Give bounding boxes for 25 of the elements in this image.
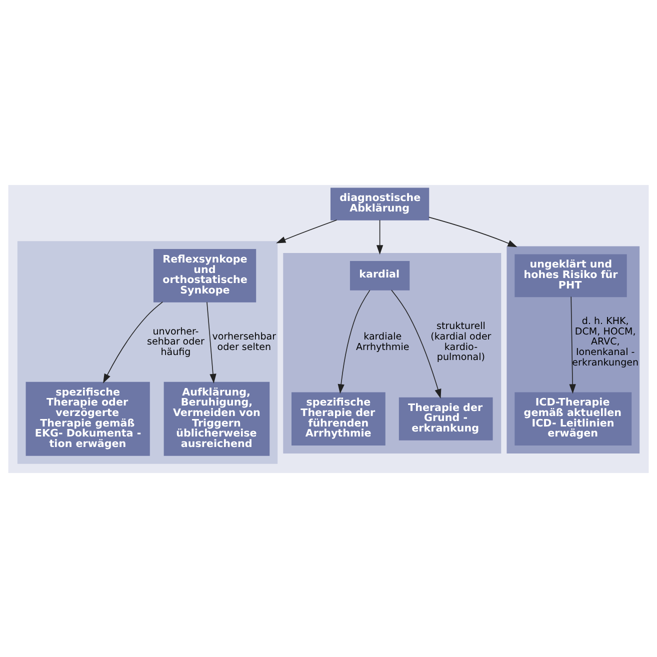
arrow <box>338 289 370 394</box>
node-box: diagnostische Abklärung <box>330 187 430 220</box>
node-box: spezifische Therapie oder verzögerte Therapie gemäß EKG- Dokumenta - tion erwägen <box>26 381 150 456</box>
edge-label: kardiale Arrhythmie <box>356 330 410 352</box>
edge-label: vorhersehbar oder selten <box>212 330 276 352</box>
node-box: Therapie der Grund - erkrankung <box>398 396 493 440</box>
node-box: ungeklärt und hohes Risiko für PHT <box>514 254 627 297</box>
arrow <box>206 301 216 383</box>
node-box: ICD-Therapie gemäß aktuellen ICD- Leitlinien erwägen <box>514 392 632 446</box>
arrow <box>428 216 518 247</box>
arrow <box>376 219 384 254</box>
node-box: kardial <box>350 260 410 290</box>
cluster <box>17 240 278 464</box>
arrow <box>276 219 338 243</box>
edge-label: unvorher- sehbar oder häufig <box>147 326 204 358</box>
node-box: Aufklärung, Beruhigung, Vermeiden von Triggern üblicherweise ausreichend <box>164 381 270 456</box>
arrow <box>569 296 576 394</box>
arrow <box>103 301 164 383</box>
edge-label: d. h. KHK, DCM, HOCM, ARVC, Ionenkanal - erkrankungen <box>572 315 639 368</box>
node-box: spezifische Therapie der führenden Arrhythmie <box>292 392 386 446</box>
cluster <box>506 246 640 453</box>
arrow <box>391 289 442 398</box>
node-box: Reflexsynkope und orthostatische Synkope <box>153 248 256 302</box>
cluster <box>283 252 502 453</box>
edge-label: strukturell (kardial oder kardio- pulmonal) <box>430 320 492 363</box>
